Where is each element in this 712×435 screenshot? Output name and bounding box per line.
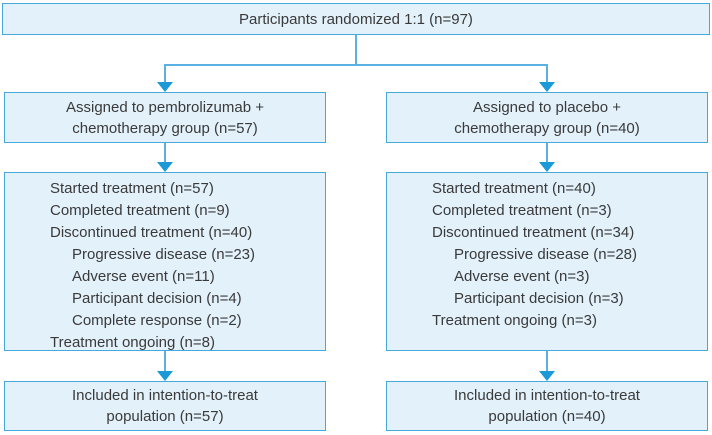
treatment-pembrolizumab-item: Discontinued treatment (n=40) (50, 224, 253, 241)
treatment-placebo-item: Adverse event (n=3) (454, 268, 590, 285)
randomized-text: Participants randomized 1:1 (n=97) (239, 10, 473, 28)
assigned-pembrolizumab-line: Assigned to pembrolizumab + (65, 98, 265, 116)
treatment-pembrolizumab-item: Progressive disease (n=23) (72, 246, 256, 263)
treatment-pembrolizumab-item: Adverse event (n=11) (72, 268, 215, 285)
treatment-pembrolizumab-item: Complete response (n=2) (72, 312, 242, 329)
treatment-placebo-item: Progressive disease (n=28) (454, 246, 638, 263)
assigned-placebo-line: chemotherapy group (n=40) (454, 119, 640, 137)
box-randomized: Participants randomized 1:1 (n=97) (2, 3, 710, 35)
box-itt-pembrolizumab: Included in intention-to-treat population… (4, 381, 326, 431)
arrowhead-left-assigned (157, 82, 173, 92)
arrowhead-left-treatment (157, 162, 173, 172)
box-itt-placebo: Included in intention-to-treat population… (386, 381, 708, 431)
treatment-pembrolizumab-item: Treatment ongoing (n=8) (50, 334, 215, 351)
itt-placebo-line: Included in intention-to-treat (454, 387, 640, 404)
treatment-pembrolizumab-item: Completed treatment (n=9) (50, 202, 230, 219)
treatment-placebo-item: Treatment ongoing (n=3) (432, 312, 597, 329)
treatment-pembrolizumab-item: Started treatment (n=57) (50, 180, 214, 197)
box-treatment-pembrolizumab: Started treatment (n=57) Completed treatm… (4, 172, 326, 351)
arrowhead-right-assigned (539, 82, 555, 92)
box-assigned-placebo: Assigned to placebo + chemotherapy group … (386, 92, 708, 143)
treatment-placebo-item: Started treatment (n=40) (432, 180, 596, 197)
assigned-pembrolizumab-line: chemotherapy group (n=57) (72, 119, 258, 137)
arrowhead-right-itt (539, 371, 555, 381)
itt-pembrolizumab-line: Included in intention-to-treat (72, 387, 258, 404)
box-treatment-placebo: Started treatment (n=40) Completed treatm… (386, 172, 708, 351)
assigned-placebo-line: Assigned to placebo + (472, 98, 622, 116)
arrowhead-left-itt (157, 371, 173, 381)
itt-placebo-line: population (n=40) (488, 408, 606, 425)
treatment-placebo-item: Completed treatment (n=3) (432, 202, 612, 219)
arrowhead-right-treatment (539, 162, 555, 172)
itt-pembrolizumab-line: population (n=57) (106, 408, 224, 425)
treatment-placebo-item: Participant decision (n=3) (454, 290, 624, 307)
treatment-pembrolizumab-item: Participant decision (n=4) (72, 290, 242, 307)
treatment-placebo-item: Discontinued treatment (n=34) (432, 224, 635, 241)
box-assigned-pembrolizumab: Assigned to pembrolizumab + chemotherapy … (4, 92, 326, 143)
